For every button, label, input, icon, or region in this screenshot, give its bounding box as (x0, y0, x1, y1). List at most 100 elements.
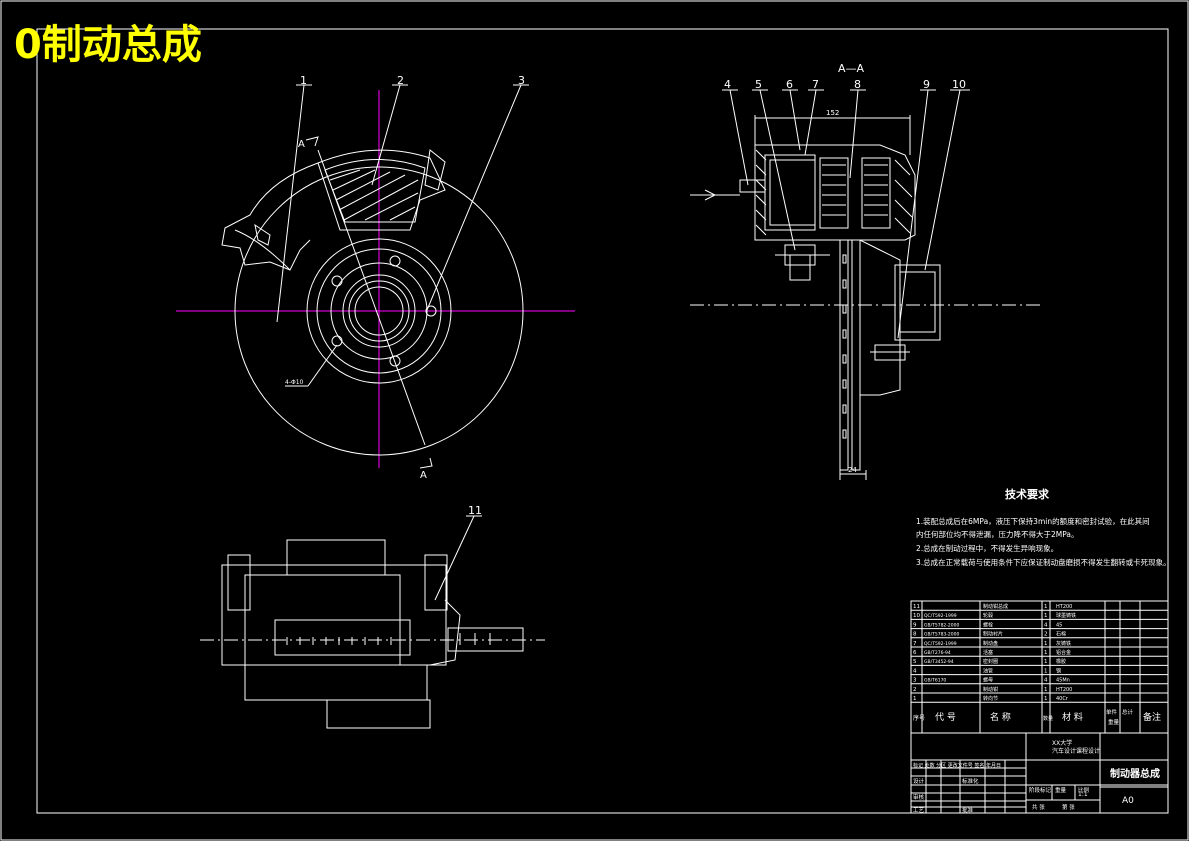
bom-cell-qty: 2 (1044, 632, 1048, 638)
bom-cell-name: 螺母 (983, 677, 993, 684)
bom-cell-name: 转向节 (983, 695, 998, 702)
svg-text:24: 24 (848, 466, 857, 474)
bom-cell-material: 40Cr (1056, 696, 1069, 702)
svg-text:7: 7 (812, 78, 819, 91)
svg-text:第 张: 第 张 (1062, 803, 1075, 811)
bom-cell-material: HT200 (1056, 604, 1072, 610)
bom-cell-material: 45 (1056, 622, 1062, 628)
svg-text:批准: 批准 (962, 806, 974, 814)
svg-text:制动器总成: 制动器总成 (1110, 767, 1160, 780)
svg-text:2.总成在制动过程中，不得发生异响现象。: 2.总成在制动过程中，不得发生异响现象。 (916, 543, 1058, 553)
svg-text:A0: A0 (1122, 796, 1134, 806)
bom-cell-material: 灰铸铁 (1056, 640, 1071, 647)
bom-cell-no: 6 (913, 650, 917, 656)
bom-cell-qty: 1 (1044, 687, 1048, 693)
svg-text:重量: 重量 (1055, 786, 1067, 794)
title-block: XX大学 汽车设计课程设计 制动器总成 A0 1:1 阶段标记 重量 比例 共 … (911, 732, 1168, 814)
bom-header-weight: 重量 (1108, 718, 1120, 726)
bom-header-remark: 备注 (1143, 711, 1161, 723)
svg-text:9: 9 (923, 78, 930, 91)
bom-cell-no: 3 (913, 678, 917, 684)
tech-requirements: 技术要求 1.装配总成后在6MPa，液压下保持3min的额度和密封试验，在此其间… (916, 487, 1171, 567)
svg-text:标记 处数 分区 更改文件号 签名 年月日: 标记 处数 分区 更改文件号 签名 年月日 (913, 762, 1001, 769)
svg-text:8: 8 (854, 78, 861, 91)
bom-cell-material: 钢 (1056, 667, 1061, 674)
bom-cell-code: GB/T276-94 (924, 650, 951, 656)
svg-text:6: 6 (786, 78, 793, 91)
bom-header-unit: 单件 (1106, 708, 1118, 716)
svg-text:技术要求: 技术要求 (1005, 487, 1050, 501)
bom-header-qty: 数量 (1043, 715, 1053, 722)
bom-cell-no: 5 (913, 659, 917, 665)
bom-cell-code: GB/T3452-94 (924, 659, 954, 665)
bom-cell-no: 9 (913, 622, 917, 628)
bom-cell-qty: 1 (1044, 613, 1048, 619)
svg-text:2: 2 (397, 74, 404, 87)
bom-cell-name: 轮毂 (983, 612, 993, 619)
bom-cell-qty: 4 (1044, 622, 1048, 628)
bom-header-material: 材 料 (1062, 711, 1083, 723)
bom-header-code: 代 号 (935, 712, 956, 723)
bom-cell-name: 制动钳 (983, 686, 998, 693)
svg-text:XX大学: XX大学 (1052, 739, 1072, 747)
bom-cell-code: GB/T5783-2000 (924, 632, 960, 638)
svg-text:3.总成在正常载荷与使用条件下应保证制动盘磨损不得发生翻转或: 3.总成在正常载荷与使用条件下应保证制动盘磨损不得发生翻转或卡死现象。 (916, 557, 1171, 567)
svg-text:10: 10 (952, 78, 966, 91)
svg-text:3: 3 (518, 74, 525, 87)
svg-text:标准化: 标准化 (962, 777, 979, 785)
svg-text:A: A (298, 139, 305, 150)
bom-cell-name: 螺栓 (983, 621, 993, 628)
svg-text:5: 5 (755, 78, 762, 91)
svg-text:1.装配总成后在6MPa，液压下保持3min的额度和密封试验: 1.装配总成后在6MPa，液压下保持3min的额度和密封试验，在此其间 (916, 516, 1150, 526)
bom-cell-no: 11 (913, 604, 920, 610)
bom-cell-name: 活塞 (983, 649, 993, 656)
svg-text:A: A (420, 470, 427, 481)
bom-cell-no: 2 (913, 687, 917, 693)
bom-cell-qty: 1 (1044, 696, 1048, 702)
bom-cell-qty: 1 (1044, 659, 1048, 665)
bom-header-no: 序号 (913, 714, 925, 722)
bom-header-total: 总计 (1122, 708, 1134, 716)
bom-cell-no: 10 (913, 613, 920, 619)
bom-cell-name: 制动盘 (983, 640, 998, 647)
bom-cell-code: GB/T5782-2000 (924, 622, 960, 628)
bom-cell-qty: 1 (1044, 641, 1048, 647)
bom-cell-qty: 1 (1044, 650, 1048, 656)
bom-cell-material: 铝合金 (1056, 649, 1071, 656)
svg-text:比例: 比例 (1078, 786, 1090, 794)
page-title: 0制动总成 (14, 22, 202, 68)
svg-text:汽车设计课程设计: 汽车设计课程设计 (1052, 747, 1100, 755)
svg-text:内任何部位均不得泄漏，压力降不得大于2MPa。: 内任何部位均不得泄漏，压力降不得大于2MPa。 (916, 529, 1079, 539)
bom-cell-no: 7 (913, 641, 917, 647)
svg-text:1: 1 (300, 74, 307, 87)
svg-text:4-Φ10: 4-Φ10 (285, 379, 304, 386)
svg-text:1:1: 1:1 (1078, 791, 1088, 798)
svg-text:11: 11 (468, 504, 482, 517)
svg-text:设计: 设计 (913, 777, 925, 785)
svg-text:阶段标记: 阶段标记 (1029, 786, 1052, 794)
svg-text:工艺: 工艺 (913, 807, 925, 814)
bom-header-name: 名 称 (990, 711, 1011, 723)
bom-cell-material: HT200 (1056, 687, 1072, 693)
section-view: A—A (690, 62, 1040, 480)
bom-cell-no: 8 (913, 632, 917, 638)
bom-cell-name: 制动钳总成 (983, 603, 1008, 610)
front-view: A A 4-Φ10 1 2 3 (176, 74, 575, 481)
svg-text:审核: 审核 (913, 793, 925, 801)
bom-cell-no: 4 (913, 668, 917, 674)
bom-cell-material: 球墨铸铁 (1056, 612, 1076, 619)
bom-cell-name: 密封圈 (983, 658, 998, 665)
bom-cell-qty: 1 (1044, 604, 1048, 610)
bom-cell-code: QC/T592-1999 (924, 613, 957, 619)
bom-cell-code: QC/T592-1999 (924, 641, 957, 647)
svg-text:A—A: A—A (838, 62, 865, 75)
bom-cell-name: 油管 (983, 667, 993, 674)
bom-cell-material: 45Mn (1056, 678, 1070, 684)
bom-cell-qty: 4 (1044, 678, 1048, 684)
inner-frame (36, 28, 1169, 814)
svg-text:4: 4 (724, 78, 731, 91)
bom-cell-qty: 1 (1044, 668, 1048, 674)
